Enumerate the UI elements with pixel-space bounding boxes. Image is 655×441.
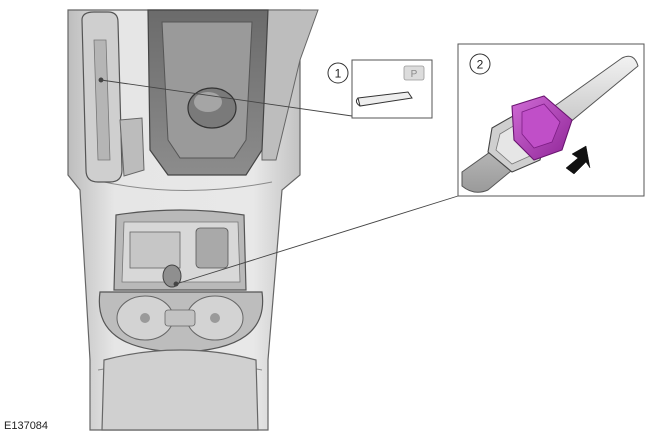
callout-1-badge	[327, 62, 349, 84]
callout-2-badge	[469, 53, 491, 75]
direction-arrow-icon	[565, 145, 591, 175]
park-symbol-icon: P	[411, 69, 418, 80]
callout-1-number: 1	[335, 67, 342, 81]
armrest	[101, 349, 259, 431]
callout-1-inset: P 1	[327, 59, 433, 119]
parking-brake-lever	[81, 11, 145, 183]
cable-adjuster-nut-icon	[461, 55, 639, 193]
leader-line-1	[100, 79, 353, 117]
parking-brake-lever-icon: P	[355, 65, 425, 107]
figure-reference-code: E137084	[4, 420, 49, 432]
callout-2-number: 2	[477, 58, 484, 72]
leader-lines	[98, 77, 459, 287]
callout-2-inset: 2	[457, 43, 645, 197]
leader-line-2	[175, 195, 459, 285]
cup-holder-access-panel	[98, 209, 264, 353]
